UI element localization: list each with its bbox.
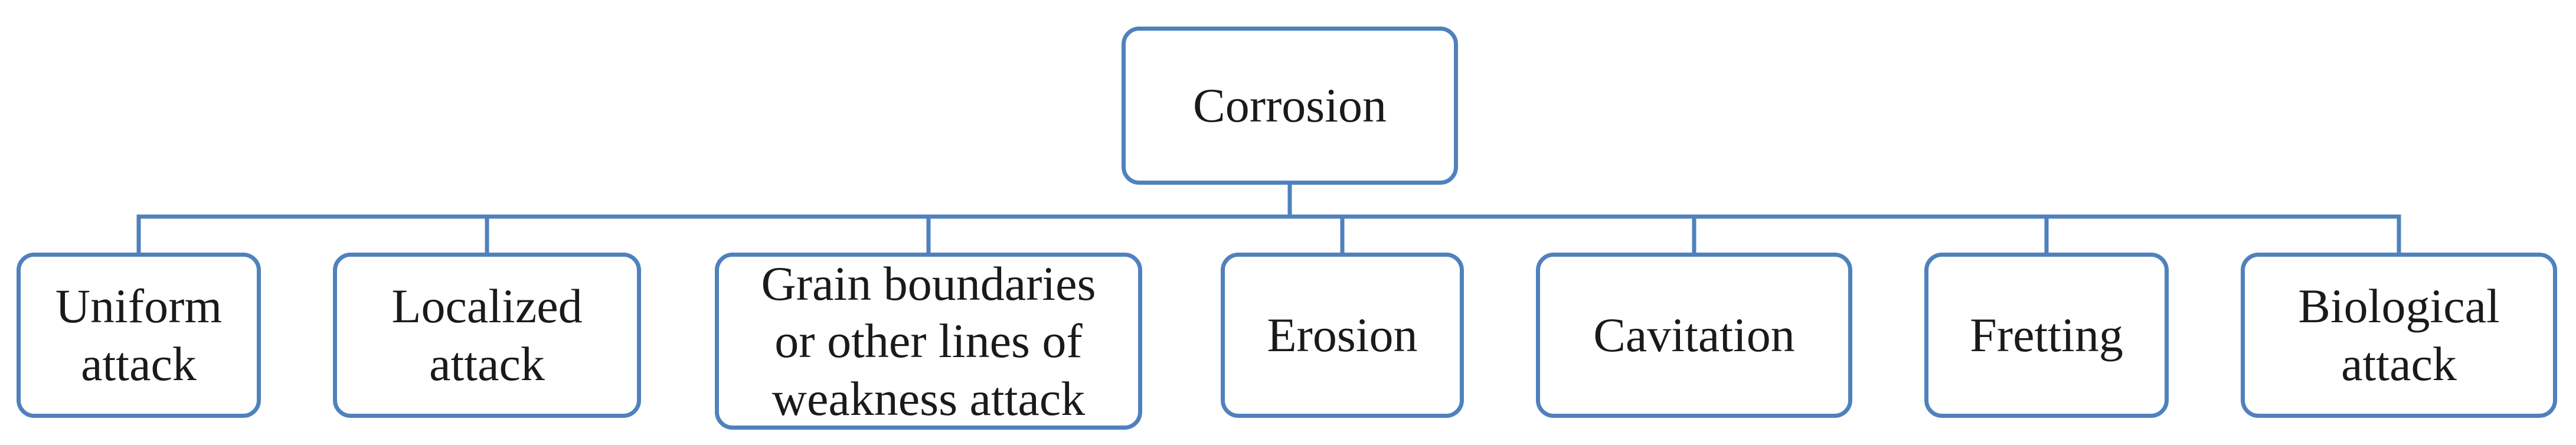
node-label-cavitation: Cavitation [1593,308,1795,362]
node-label-erosion: Erosion [1267,308,1418,362]
node-fretting: Fretting [1924,253,2169,418]
node-label-uniform-attack: Uniform attack [55,279,223,391]
node-label-fretting: Fretting [1970,308,2123,362]
node-uniform-attack: Uniform attack [17,253,261,418]
node-cavitation: Cavitation [1536,253,1852,418]
node-erosion: Erosion [1221,253,1464,418]
node-label-localized-attack: Localized attack [391,279,583,391]
node-label-grain-boundaries-attack: Grain boundaries or other lines of weakn… [761,256,1096,426]
node-corrosion: Corrosion [1122,27,1458,185]
node-grain-boundaries-attack: Grain boundaries or other lines of weakn… [715,253,1142,430]
node-label-biological-attack: Biological attack [2298,279,2500,391]
node-biological-attack: Biological attack [2241,253,2557,418]
node-localized-attack: Localized attack [333,253,641,418]
node-label-corrosion: Corrosion [1193,78,1387,133]
